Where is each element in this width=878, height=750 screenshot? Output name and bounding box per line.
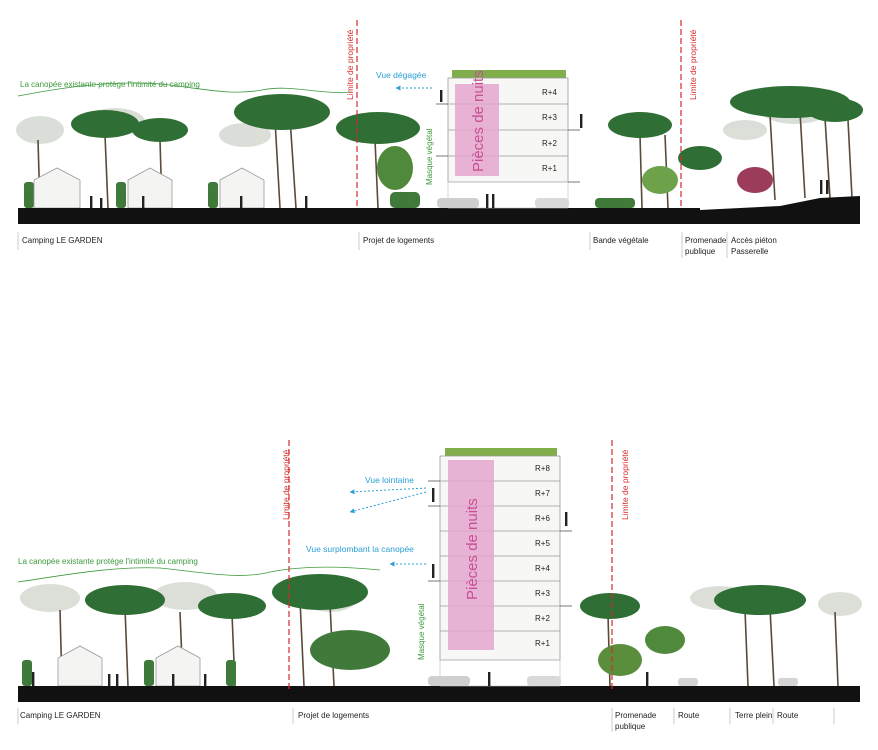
label-camping: Camping LE GARDEN [22,236,103,245]
ground-strip [18,686,860,702]
tree-canopy [272,574,368,610]
label-promenade-line1: Promenade [685,236,727,245]
canopy-note: La canopée existante protège l'intimité … [20,80,200,89]
floor-label: R+5 [535,539,550,548]
camping-cabins [57,645,201,687]
tree-canopy [645,626,685,654]
property-limit-label-left: Limite de propriété [281,449,291,520]
tree-trunks [59,599,839,687]
property-limit-label-right: Limite de propriété [688,29,698,100]
view-far-arrow-down [349,491,427,514]
view-canopy-label: Vue surplombant la canopée [306,544,414,554]
label-promenade-line1: Promenade [615,711,657,720]
tree-canopy [642,166,678,194]
section-bottom: La canopée existante protège l'intimité … [17,440,862,732]
car [527,676,561,686]
floor-label: R+4 [535,564,550,573]
ground-labels-bottom: Camping LE GARDEN Projet de logements Pr… [17,708,835,732]
label-promenade-line2: publique [615,722,646,731]
floor-label: R+1 [542,164,557,173]
balconies [436,103,580,183]
hedges [22,660,236,686]
tree-canopies [71,86,863,194]
label-green-strip: Bande végétale [593,236,649,245]
ground-labels-top: Camping LE GARDEN Projet de logements Ba… [17,232,777,258]
balconies [428,480,572,607]
floor-label: R+8 [535,464,550,473]
cabin [155,645,201,687]
tree-canopy [678,146,722,170]
tree-canopy [310,630,390,670]
car [437,198,479,208]
floor-label: R+3 [542,113,557,122]
property-limit-label-right: Limite de propriété [620,449,630,520]
view-far-label: Vue lointaine [365,475,414,485]
night-rooms-label: Pièces de nuits [464,498,481,600]
cabin [57,645,103,687]
camping-cabins [33,167,265,209]
tree-canopy [608,112,672,138]
ground-strip [18,196,860,224]
label-project: Projet de logements [298,711,369,720]
night-rooms-zone [448,460,494,650]
building-top: Pièces de nuits R+4 R+3 R+2 R+1 [436,70,580,209]
floor-label: R+3 [535,589,550,598]
tree-canopy [377,146,413,190]
label-access-line1: Accès piéton [731,236,777,245]
view-label: Vue dégagée [376,70,427,80]
canopy-outline-curve [17,82,353,97]
pilotis-level [447,181,569,209]
tree-canopy [132,118,188,142]
cabin [127,167,173,209]
people [90,90,829,208]
car [778,678,798,686]
cabin [33,167,81,209]
green-roof [445,448,557,456]
hedges [24,182,635,208]
label-road-2: Route [777,711,799,720]
building-bottom: Pièces de nuits R+8 R+7 R+6 R+5 R+4 R+3 … [428,448,572,687]
tree-canopy [336,112,420,144]
label-road-1: Route [678,711,700,720]
tree-canopy [85,585,165,615]
people [32,488,649,686]
canopy-note: La canopée existante protège l'intimité … [18,557,198,566]
label-promenade-line2: publique [685,247,716,256]
view-far-arrow-up [349,487,427,495]
label-access-line2: Passerelle [731,247,769,256]
tree-canopy [234,94,330,130]
tree-canopy [198,593,266,619]
tree-canopy [598,644,642,676]
tree-canopy [580,593,640,619]
floor-label: R+2 [542,139,557,148]
car [428,676,470,686]
green-mask-label: Masque végétal [425,128,434,185]
green-mask-label: Masque végétal [417,603,426,660]
floor-label: R+2 [535,614,550,623]
canopy-outline-curve [17,566,381,583]
label-median: Terre plein [735,711,772,720]
car [535,198,569,208]
section-top: La canopée existante protège l'intimité … [16,20,863,258]
floor-label: R+4 [542,88,557,97]
car [678,678,698,686]
tree-canopy-red [737,167,773,193]
pilotis-level [439,659,561,687]
floor-label: R+1 [535,639,550,648]
floor-label: R+6 [535,514,550,523]
tree-canopies [85,574,806,676]
label-camping: Camping LE GARDEN [20,711,101,720]
tree-canopy [714,585,806,615]
label-project: Projet de logements [363,236,434,245]
night-rooms-label: Pièces de nuits [470,70,487,172]
property-limit-label-left: Limite de propriété [345,29,355,100]
night-rooms-zone [455,84,499,176]
tree-canopy [807,98,863,122]
tree-canopy [71,110,139,138]
floor-label: R+7 [535,489,550,498]
green-roof [452,70,566,78]
